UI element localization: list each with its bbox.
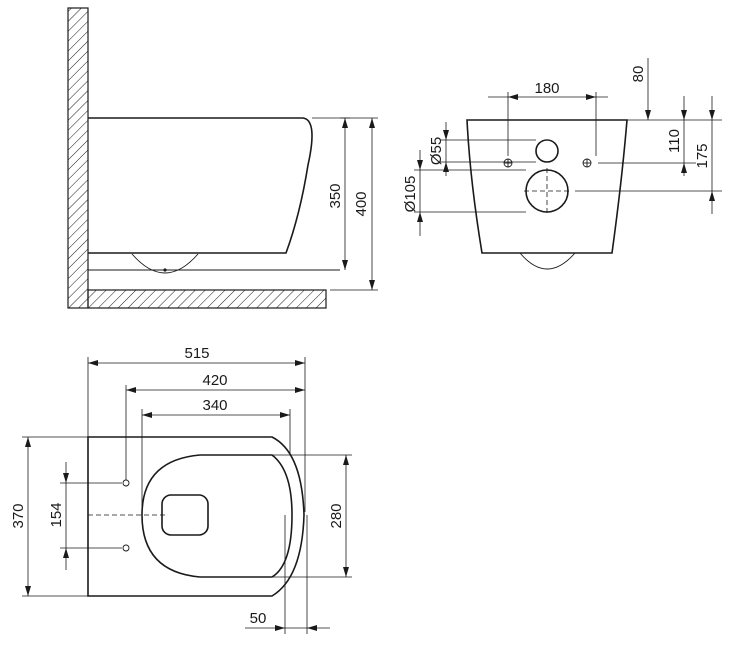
side-view: 350 400 [67,7,378,309]
dim-154-label: 154 [48,502,65,527]
rear-bottom-arc [519,252,576,270]
dim-280: 280 [272,454,352,578]
dim-340: 340 [141,397,291,520]
dim-515-label: 515 [184,345,209,362]
dim-370-label: 370 [10,503,27,528]
dim-110-label: 110 [666,129,683,153]
floor-hatch [87,289,327,309]
dim-400-label: 400 [353,191,370,216]
top-seat-outline [141,454,293,578]
dim-80-label: 80 [630,66,647,83]
rear-inlet-55 [535,139,559,163]
dim-50-label: 50 [250,610,267,627]
dim-d55-label: Ø55 [428,137,445,165]
dim-110: 110 [598,96,696,176]
dim-180-label: 180 [534,80,559,97]
dim-350: 350 [312,117,350,270]
dim-340-label: 340 [202,397,227,414]
dim-370: 370 [10,436,88,597]
rear-right-bolt [582,158,592,168]
rear-body-outline [466,119,628,254]
dim-80: 80 [627,58,660,121]
rear-left-bolt [503,158,513,168]
top-view: 515 420 340 370 [10,345,352,634]
dim-180: 180 [488,80,608,156]
wall-hatch [67,7,89,309]
dim-515: 515 [87,345,306,512]
side-outlet-arc [131,253,199,274]
dim-175: 175 [575,96,722,214]
dim-175-label: 175 [694,143,711,168]
top-bolt-lower [122,544,130,552]
top-bolt-upper [122,479,130,487]
dim-154: 154 [48,462,122,570]
dim-420: 420 [125,372,305,480]
dim-d105-label: Ø105 [402,176,419,213]
dim-400: 400 [330,117,378,291]
dim-d55: Ø55 [428,122,536,176]
dim-350-label: 350 [327,183,344,208]
dim-420-label: 420 [202,372,227,389]
dim-50: 50 [245,515,330,634]
side-outlet-dot [163,268,167,272]
rear-view: 180 80 110 175 Ø5 [402,58,722,270]
dim-d105: Ø105 [402,150,526,236]
top-bowl-outline [87,436,305,597]
top-rim-opening [161,494,209,536]
side-bowl-outline [88,117,313,254]
dim-280-label: 280 [328,503,345,528]
